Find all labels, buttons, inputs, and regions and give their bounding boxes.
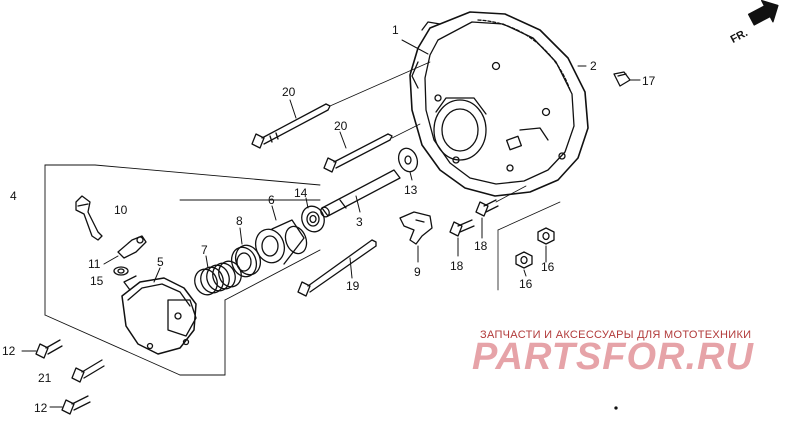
bolt-part-18-a bbox=[449, 219, 475, 237]
callout-12-upper: 12 bbox=[2, 344, 16, 358]
callout-10: 10 bbox=[114, 203, 128, 217]
washer-part-13 bbox=[397, 147, 419, 173]
callout-17: 17 bbox=[642, 74, 656, 88]
fitting-part-10 bbox=[75, 195, 103, 241]
rear-cover-part bbox=[409, 11, 589, 197]
callout-3: 3 bbox=[356, 215, 363, 229]
bolt-part-12-lower bbox=[61, 395, 91, 415]
callout-14: 14 bbox=[294, 186, 308, 200]
housing-part-5 bbox=[121, 275, 197, 355]
callout-20-upper: 20 bbox=[282, 85, 296, 99]
bolt-part-21 bbox=[71, 359, 105, 383]
bracket-part-9 bbox=[399, 211, 433, 245]
callout-18-a: 18 bbox=[474, 239, 488, 253]
assembly-group-4-outline bbox=[44, 164, 321, 376]
callout-2: 2 bbox=[590, 59, 597, 73]
watermark-logo: PARTSFOR.RU bbox=[472, 336, 754, 378]
bolt-part-19 bbox=[297, 239, 377, 297]
front-direction-arrow-icon bbox=[747, 0, 779, 26]
bolt-part-20-upper bbox=[251, 103, 331, 149]
shaft-part-3 bbox=[320, 169, 401, 218]
callout-15: 15 bbox=[90, 274, 104, 288]
callout-8: 8 bbox=[236, 214, 243, 228]
callout-19: 19 bbox=[346, 279, 360, 293]
callout-5: 5 bbox=[157, 255, 164, 269]
bearing-part-14 bbox=[301, 205, 325, 233]
nut-part-16-a bbox=[537, 227, 555, 245]
clamp-part-11 bbox=[117, 235, 147, 259]
callout-16-b: 16 bbox=[519, 277, 533, 291]
front-direction-label: FR. bbox=[729, 27, 750, 46]
callout-9: 9 bbox=[414, 265, 421, 279]
callout-12-lower: 12 bbox=[34, 401, 48, 415]
callout-16-a: 16 bbox=[541, 260, 555, 274]
bolt-part-20-center bbox=[323, 133, 393, 173]
washer-part-15 bbox=[113, 266, 129, 276]
callout-20-center: 20 bbox=[334, 119, 348, 133]
bolt-part-18-b bbox=[475, 199, 499, 217]
bolt-part-12-upper bbox=[35, 339, 63, 359]
spring-part-7 bbox=[194, 260, 242, 296]
nut-part-16-b bbox=[515, 251, 533, 269]
callout-6: 6 bbox=[268, 193, 275, 207]
callout-21: 21 bbox=[38, 371, 52, 385]
callout-labels: 1 2 3 4 5 6 7 8 9 10 11 12 12 13 14 15 1… bbox=[2, 23, 656, 415]
callout-7: 7 bbox=[201, 243, 208, 257]
callout-4: 4 bbox=[10, 189, 17, 203]
callout-13: 13 bbox=[404, 183, 418, 197]
callout-1: 1 bbox=[392, 23, 399, 37]
watermark-tagline: ЗАПЧАСТИ И АКСЕССУАРЫ ДЛЯ МОТОТЕХНИКИ bbox=[480, 329, 752, 341]
callout-11: 11 bbox=[88, 257, 101, 271]
clip-part-17 bbox=[613, 71, 631, 87]
callout-18-b: 18 bbox=[450, 259, 464, 273]
seal-part-8 bbox=[230, 244, 262, 278]
